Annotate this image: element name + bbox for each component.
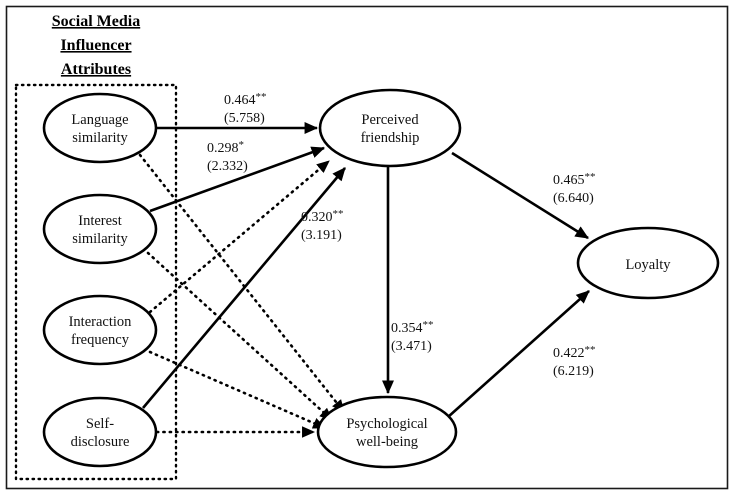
coef-tvalue-fw: (3.471) [391,339,432,354]
coef-tvalue-lang: (5.758) [224,111,265,126]
figure-border [5,5,729,490]
coef-friendship-to-wellbeing: 0.354** (3.471) [391,319,434,354]
path-friendship-to-loyalty [451,151,589,240]
node-label-interest-similarity-line2: similarity [72,231,128,247]
node-label-self-disclosure-line2: disclosure [71,434,130,450]
coef-lang-to-friendship: 0.464** (5.758) [224,91,267,126]
group-title-line-3: Attributes [61,61,131,78]
ellipse-language-similarity[interactable] [42,92,158,164]
coef-interest-to-friendship: 0.298* (2.332) [207,139,248,174]
ellipse-psychological-wellbeing[interactable] [316,395,458,469]
coef-selfdisc-to-friendship: 0.320** (3.191) [301,208,344,243]
ellipse-loyalty[interactable] [576,226,720,300]
node-psychological-wellbeing[interactable]: Psychological well-being [316,395,458,469]
coef-wellbeing-to-loyalty: 0.422** (6.219) [553,344,596,379]
node-label-self-disclosure-line1: Self- [86,416,114,432]
node-language-similarity[interactable]: Language similarity [42,92,158,164]
coef-estimate-fw: 0.354** [391,319,434,336]
coef-tvalue-fl: (6.640) [553,191,594,206]
node-label-psychological-wellbeing-line2: well-being [356,434,418,450]
ellipse-self-disclosure[interactable] [42,396,158,468]
node-label-interest-similarity-line1: Interest [78,213,121,229]
node-self-disclosure[interactable]: Self- disclosure [42,396,158,468]
node-label-interaction-frequency-line1: Interaction [69,314,133,330]
node-label-loyalty-line1: Loyalty [625,257,671,273]
coef-tvalue-selfdisc: (3.191) [301,228,342,243]
node-interaction-frequency[interactable]: Interaction frequency [42,294,158,366]
path-interaction-to-friendship [148,159,331,314]
node-interest-similarity[interactable]: Interest similarity [42,193,158,265]
group-title-line-2: Influencer [60,37,131,54]
path-wellbeing-to-loyalty [447,290,590,418]
coef-estimate-interest: 0.298* [207,139,244,156]
path-selfdisc-to-friendship [142,167,346,409]
coef-estimate-lang: 0.464** [224,91,267,108]
path-interest-to-friendship [149,146,326,213]
node-label-language-similarity-line2: similarity [72,130,128,146]
attributes-group-box [14,83,178,481]
node-label-psychological-wellbeing-line1: Psychological [346,416,427,432]
coef-estimate-selfdisc: 0.320** [301,208,344,225]
coef-estimate-wl: 0.422** [553,344,596,361]
ellipse-interaction-frequency[interactable] [42,294,158,366]
node-perceived-friendship[interactable]: Perceived friendship [318,88,462,168]
node-label-language-similarity-line1: Language [71,112,128,128]
node-label-interaction-frequency-line2: frequency [71,332,130,348]
coef-tvalue-interest: (2.332) [207,159,248,174]
path-interaction-to-wellbeing [148,350,327,430]
coef-tvalue-wl: (6.219) [553,364,594,379]
ellipse-perceived-friendship[interactable] [318,88,462,168]
path-interest-to-wellbeing [146,251,334,422]
node-loyalty[interactable]: Loyalty [576,226,720,300]
coef-estimate-fl: 0.465** [553,171,596,188]
node-label-perceived-friendship-line1: Perceived [361,112,419,128]
node-label-perceived-friendship-line2: friendship [361,130,420,146]
ellipse-interest-similarity[interactable] [42,193,158,265]
coef-friendship-to-loyalty: 0.465** (6.640) [553,171,596,206]
group-title-line-1: Social Media [52,13,140,30]
